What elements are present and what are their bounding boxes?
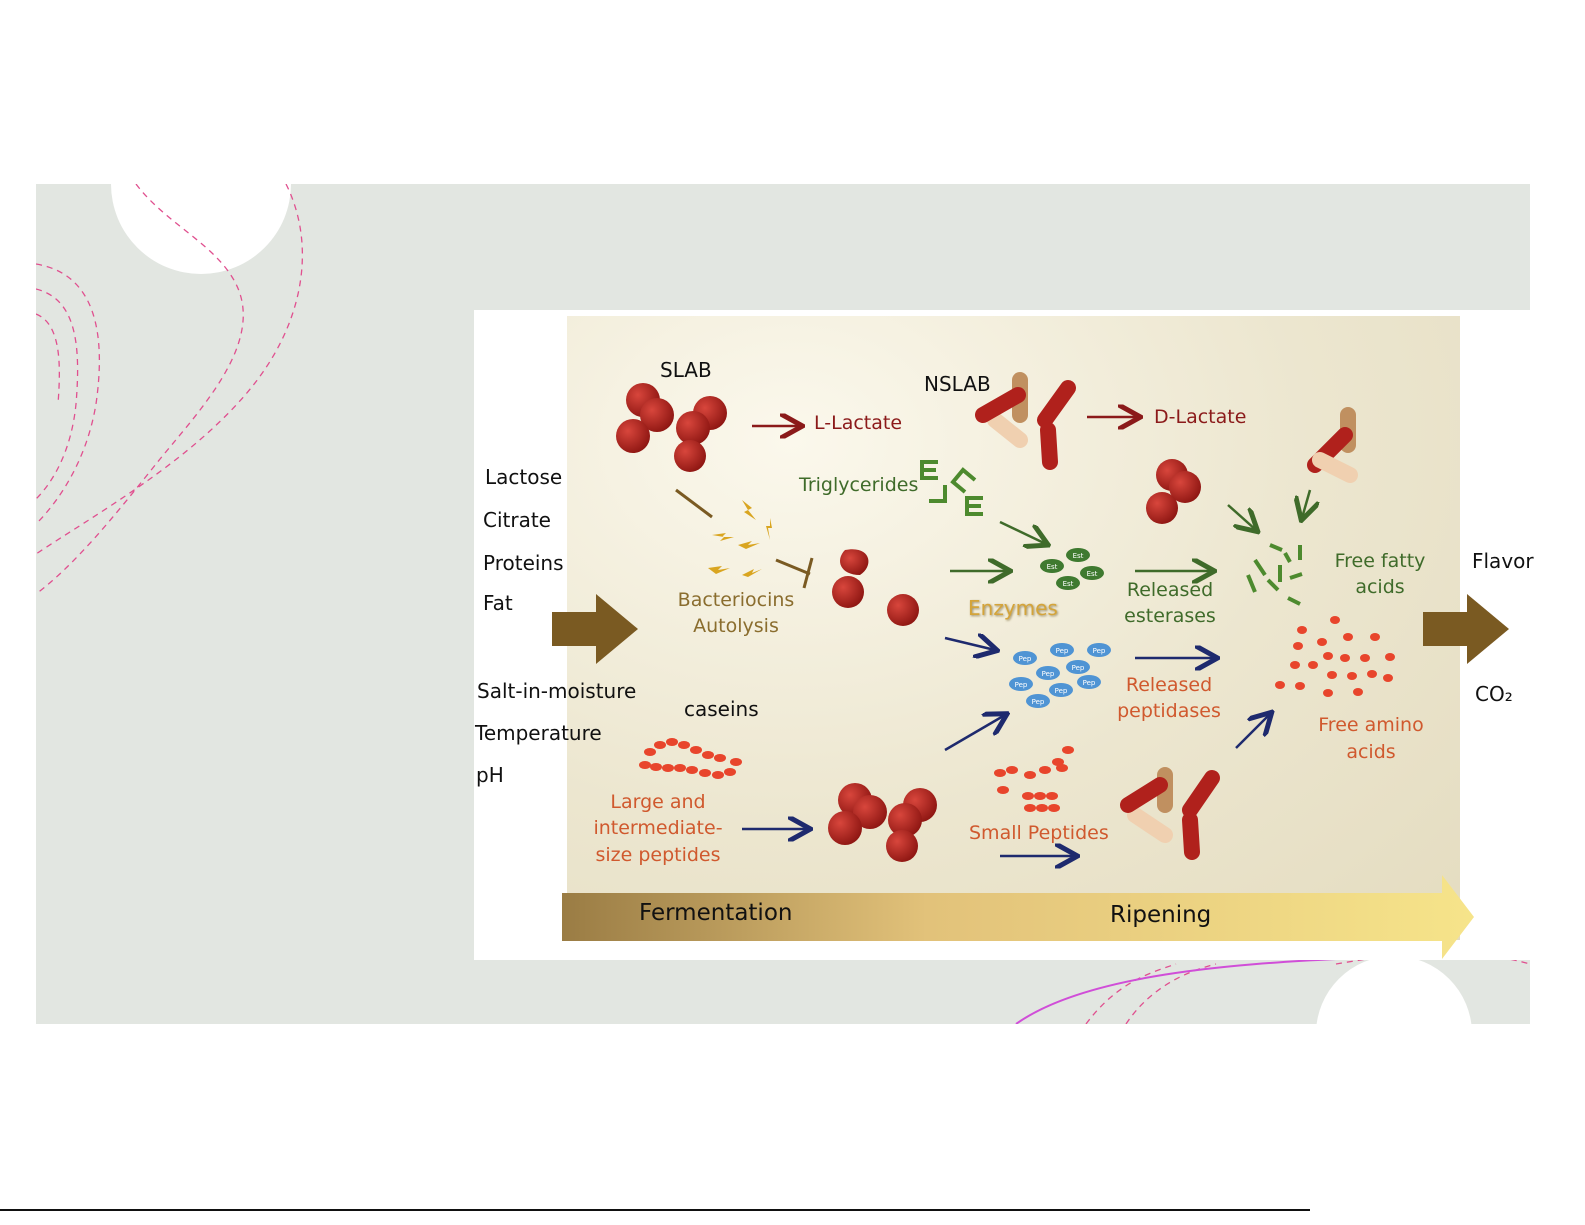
nslab-rods	[975, 372, 1358, 860]
input-arrow	[552, 594, 638, 664]
enzymes-label: Enzymes	[968, 596, 1058, 620]
pep-tag: Pep	[1015, 681, 1028, 689]
bacteriocins-icons	[708, 500, 772, 577]
output-arrow	[1423, 594, 1509, 664]
pep-tag: Pep	[1093, 647, 1106, 655]
input-proteins: Proteins	[483, 551, 564, 575]
pep-tag: Pep	[1083, 679, 1096, 687]
l-lactate-label: L-Lactate	[814, 412, 903, 434]
slab-label: SLAB	[660, 358, 712, 382]
bacteriocins-label: Bacteriocins	[677, 589, 795, 611]
free-fatty-acids-line1: Free fatty	[1334, 550, 1426, 572]
free-amino-acids-line1: Free amino	[1318, 714, 1424, 736]
nslab-label: NSLAB	[924, 372, 991, 396]
autolysis-label: Autolysis	[693, 615, 779, 637]
large-peptides-line3: size peptides	[595, 844, 721, 866]
timeline-fermentation: Fermentation	[639, 900, 793, 926]
pep-tag: Pep	[1019, 655, 1032, 663]
caseins-label: caseins	[684, 697, 759, 721]
timeline-ripening: Ripening	[1110, 902, 1212, 928]
esterase-enzymes	[1040, 548, 1104, 590]
decorative-curves	[36, 184, 1530, 1024]
slab-cocci	[616, 383, 1201, 862]
input-fat: Fat	[483, 591, 513, 615]
pep-tag: Pep	[1072, 664, 1085, 672]
fatty-acid-sticks	[1246, 543, 1303, 606]
triglycerides-label: Triglycerides	[799, 474, 919, 496]
amino-acid-dots	[1275, 616, 1395, 697]
free-fatty-acids-line2: acids	[1355, 576, 1405, 598]
est-tag: Est	[1063, 580, 1074, 588]
condition-ph: pH	[476, 763, 504, 787]
triglyceride-icons	[920, 460, 983, 516]
timeline-arrow	[562, 875, 1474, 959]
input-citrate: Citrate	[483, 508, 551, 532]
free-amino-acids-line2: acids	[1346, 741, 1396, 763]
released-esterases-line2: esterases	[1124, 605, 1216, 627]
released-esterases-line1: Released	[1126, 579, 1214, 601]
condition-temperature: Temperature	[475, 721, 602, 745]
large-peptides-line2: intermediate-	[593, 817, 723, 839]
output-co2: CO₂	[1475, 682, 1513, 706]
input-lactose: Lactose	[485, 465, 563, 489]
bottom-rule	[0, 1209, 1310, 1211]
d-lactate-label: D-Lactate	[1154, 406, 1247, 428]
released-peptidases-line2: peptidases	[1117, 700, 1221, 722]
est-tag: Est	[1047, 563, 1058, 571]
pep-tag: Pep	[1055, 687, 1068, 695]
pep-tag: Pep	[1032, 698, 1045, 706]
output-flavor: Flavor	[1472, 549, 1534, 573]
peptide-chains	[639, 738, 1074, 812]
large-peptides-line1: Large and	[610, 791, 706, 813]
pep-tag: Pep	[1056, 647, 1069, 655]
est-tag: Est	[1073, 552, 1084, 560]
small-peptides-label: Small Peptides	[969, 822, 1109, 844]
est-tag: Est	[1087, 570, 1098, 578]
released-peptidases-line1: Released	[1125, 674, 1213, 696]
condition-salt: Salt-in-moisture	[477, 679, 637, 703]
peptidase-enzymes	[1009, 643, 1111, 708]
pep-tag: Pep	[1042, 670, 1055, 678]
